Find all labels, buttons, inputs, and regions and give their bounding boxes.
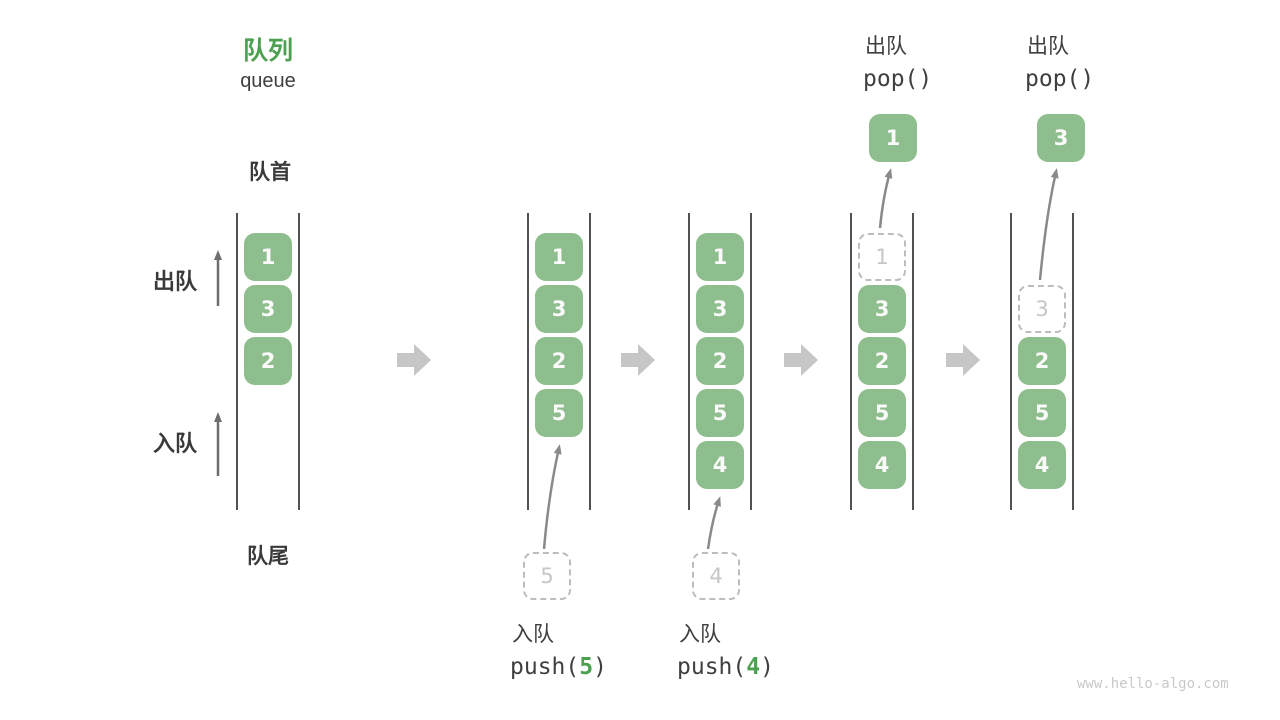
- queue-container-wall: [850, 213, 852, 510]
- queue-container-wall: [1010, 213, 1012, 510]
- queue-container-wall: [589, 213, 591, 510]
- queue-item: 2: [1018, 337, 1066, 385]
- push-4-arrow: [706, 496, 721, 550]
- queue-item: 5: [1018, 389, 1066, 437]
- code-argument: 5: [579, 654, 594, 680]
- code-text: ): [760, 654, 774, 680]
- dequeue-op-label: 出队: [865, 35, 907, 58]
- queue-rear-label: 队尾: [247, 545, 289, 568]
- code-text: push(: [677, 654, 747, 680]
- queue-container-wall: [750, 213, 752, 510]
- queue-container-wall: [1072, 213, 1074, 510]
- dequeue-op-code: pop(): [1025, 66, 1094, 92]
- code-text: pop(): [863, 66, 933, 92]
- queue-item-removed: 1: [858, 233, 906, 281]
- enqueue-op-code: push(4): [677, 654, 774, 680]
- diagram-title-zh: 队列: [242, 37, 294, 65]
- dequeue-side-label: 出队: [153, 269, 198, 294]
- queue-item: 3: [535, 285, 583, 333]
- push-5-arrow: [542, 444, 562, 550]
- queue-container-wall: [298, 213, 300, 510]
- enqueue-op-label: 入队: [679, 623, 721, 646]
- queue-container-wall: [912, 213, 914, 510]
- queue-item: 1: [244, 233, 292, 281]
- state-transition-arrow-2: [621, 344, 655, 376]
- queue-item: 4: [696, 441, 744, 489]
- pop-1-arrow: [878, 168, 893, 229]
- queue-item: 1: [696, 233, 744, 281]
- state-transition-arrow-3: [784, 344, 818, 376]
- code-argument: 4: [746, 654, 761, 680]
- queue-item: 1: [535, 233, 583, 281]
- enqueue-side-label: 入队: [153, 431, 198, 456]
- diagram-title-en: queue: [240, 70, 296, 92]
- popped-item: 3: [1037, 114, 1085, 162]
- queue-container-wall: [236, 213, 238, 510]
- watermark: www.hello-algo.com: [1077, 676, 1229, 692]
- popped-item: 1: [869, 114, 917, 162]
- queue-container-wall: [688, 213, 690, 510]
- queue-container-wall: [527, 213, 529, 510]
- queue-item: 2: [858, 337, 906, 385]
- code-text: ): [593, 654, 607, 680]
- enqueue-op-label: 入队: [512, 623, 554, 646]
- pending-item: 5: [523, 552, 571, 600]
- queue-item: 3: [244, 285, 292, 333]
- queue-item: 2: [535, 337, 583, 385]
- queue-item: 4: [858, 441, 906, 489]
- queue-item: 2: [244, 337, 292, 385]
- dequeue-op-label: 出队: [1027, 35, 1069, 58]
- dequeue-op-code: pop(): [863, 66, 932, 92]
- queue-front-label: 队首: [249, 161, 291, 184]
- queue-item-removed: 3: [1018, 285, 1066, 333]
- enqueue-op-code: push(5): [510, 654, 607, 680]
- code-text: pop(): [1025, 66, 1095, 92]
- queue-item: 3: [696, 285, 744, 333]
- queue-item: 5: [535, 389, 583, 437]
- pending-item: 4: [692, 552, 740, 600]
- code-text: push(: [510, 654, 580, 680]
- queue-item: 2: [696, 337, 744, 385]
- state-transition-arrow-4: [946, 344, 980, 376]
- queue-item: 3: [858, 285, 906, 333]
- state-transition-arrow-1: [397, 344, 431, 376]
- queue-item: 5: [858, 389, 906, 437]
- queue-item: 4: [1018, 441, 1066, 489]
- queue-item: 5: [696, 389, 744, 437]
- pop-3-arrow: [1038, 168, 1059, 281]
